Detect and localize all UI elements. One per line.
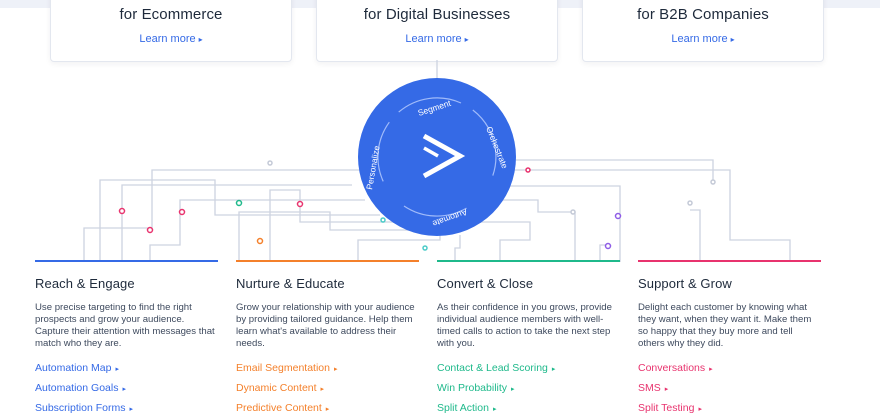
- column-description: Grow your relationship with your audienc…: [236, 302, 415, 349]
- node-dot: [296, 200, 304, 208]
- chevron-right-icon: ▸: [492, 406, 497, 413]
- link-email-segmentation[interactable]: Email Segmentation▸: [236, 362, 338, 374]
- hub-circle: [358, 78, 516, 236]
- node-dot: [146, 226, 154, 234]
- card-ecommerce[interactable]: for Ecommerce Learn more▸: [50, 0, 292, 62]
- column-description: Use precise targeting to find the right …: [35, 302, 215, 349]
- learn-more-link[interactable]: Learn more▸: [671, 33, 735, 45]
- column-convert-close: Convert & Close As their confidence in y…: [437, 260, 620, 419]
- node-dot: [422, 245, 428, 251]
- chevron-right-icon: ▸: [709, 366, 713, 373]
- column-support-grow: Support & Grow Delight each customer by …: [638, 260, 821, 419]
- column-title: Reach & Engage: [35, 276, 135, 291]
- node-dot: [256, 237, 264, 245]
- link-dynamic-content[interactable]: Dynamic Content▸: [236, 382, 325, 394]
- chevron-right-icon: ▸: [198, 35, 203, 44]
- column-accent-bar: [437, 260, 620, 262]
- column-nurture-educate: Nurture & Educate Grow your relationship…: [236, 260, 419, 419]
- brand-chevron-icon: [422, 133, 466, 179]
- card-title: for B2B Companies: [637, 6, 769, 23]
- workflow-diagram: Segment Orchestrate Automate Personalize: [83, 60, 791, 262]
- node-dot: [380, 217, 386, 223]
- card-title: for Digital Businesses: [363, 6, 511, 23]
- link-conversations[interactable]: Conversations▸: [638, 362, 713, 374]
- node-dot: [267, 160, 273, 166]
- chevron-right-icon: ▸: [511, 386, 515, 393]
- node-dot: [525, 167, 531, 173]
- chevron-right-icon: ▸: [664, 386, 669, 393]
- link-contact-lead-scoring[interactable]: Contact & Lead Scoring▸: [437, 362, 556, 374]
- node-dot: [604, 242, 612, 250]
- link-automation-goals[interactable]: Automation Goals▸: [35, 382, 126, 394]
- chevron-right-icon: ▸: [325, 406, 330, 413]
- column-description: Delight each customer by knowing what th…: [638, 302, 812, 349]
- chevron-right-icon: ▸: [122, 386, 126, 393]
- column-links: Conversations▸ SMS▸ Split Testing▸: [638, 359, 821, 419]
- chevron-right-icon: ▸: [129, 406, 133, 413]
- column-links: Contact & Lead Scoring▸ Win Probability▸…: [437, 359, 620, 419]
- chevron-right-icon: ▸: [551, 366, 556, 373]
- card-digital-businesses[interactable]: for Digital Businesses Learn more▸: [316, 0, 558, 62]
- link-subscription-forms[interactable]: Subscription Forms▸: [35, 402, 133, 414]
- chevron-right-icon: ▸: [320, 386, 325, 393]
- chevron-right-icon: ▸: [115, 366, 119, 373]
- column-title: Nurture & Educate: [236, 276, 345, 291]
- column-links: Email Segmentation▸ Dynamic Content▸ Pre…: [236, 359, 419, 419]
- node-dot: [178, 208, 186, 216]
- node-dot: [118, 207, 126, 215]
- column-accent-bar: [638, 260, 821, 262]
- column-title: Support & Grow: [638, 276, 732, 291]
- link-sms[interactable]: SMS▸: [638, 382, 669, 394]
- learn-more-link[interactable]: Learn more▸: [139, 33, 203, 45]
- column-accent-bar: [35, 260, 218, 262]
- column-reach-engage: Reach & Engage Use precise targeting to …: [35, 260, 218, 419]
- link-automation-map[interactable]: Automation Map▸: [35, 362, 119, 374]
- link-split-action[interactable]: Split Action▸: [437, 402, 497, 414]
- chevron-right-icon: ▸: [333, 366, 338, 373]
- column-title: Convert & Close: [437, 276, 534, 291]
- node-dot: [710, 179, 716, 185]
- chevron-right-icon: ▸: [730, 35, 735, 44]
- column-accent-bar: [236, 260, 419, 262]
- column-links: Automation Map▸ Automation Goals▸ Subscr…: [35, 359, 218, 419]
- column-description: As their confidence in you grows, provid…: [437, 302, 612, 349]
- link-split-testing[interactable]: Split Testing▸: [638, 402, 702, 414]
- link-win-probability[interactable]: Win Probability▸: [437, 382, 515, 394]
- chevron-right-icon: ▸: [698, 406, 702, 413]
- card-b2b-companies[interactable]: for B2B Companies Learn more▸: [582, 0, 824, 62]
- chevron-right-icon: ▸: [464, 35, 469, 44]
- learn-more-link[interactable]: Learn more▸: [405, 33, 469, 45]
- node-dot: [570, 209, 576, 215]
- link-predictive-content[interactable]: Predictive Content▸: [236, 402, 330, 414]
- node-dot: [614, 212, 622, 220]
- card-title: for Ecommerce: [119, 6, 223, 23]
- node-dot: [235, 199, 243, 207]
- node-dot: [687, 200, 693, 206]
